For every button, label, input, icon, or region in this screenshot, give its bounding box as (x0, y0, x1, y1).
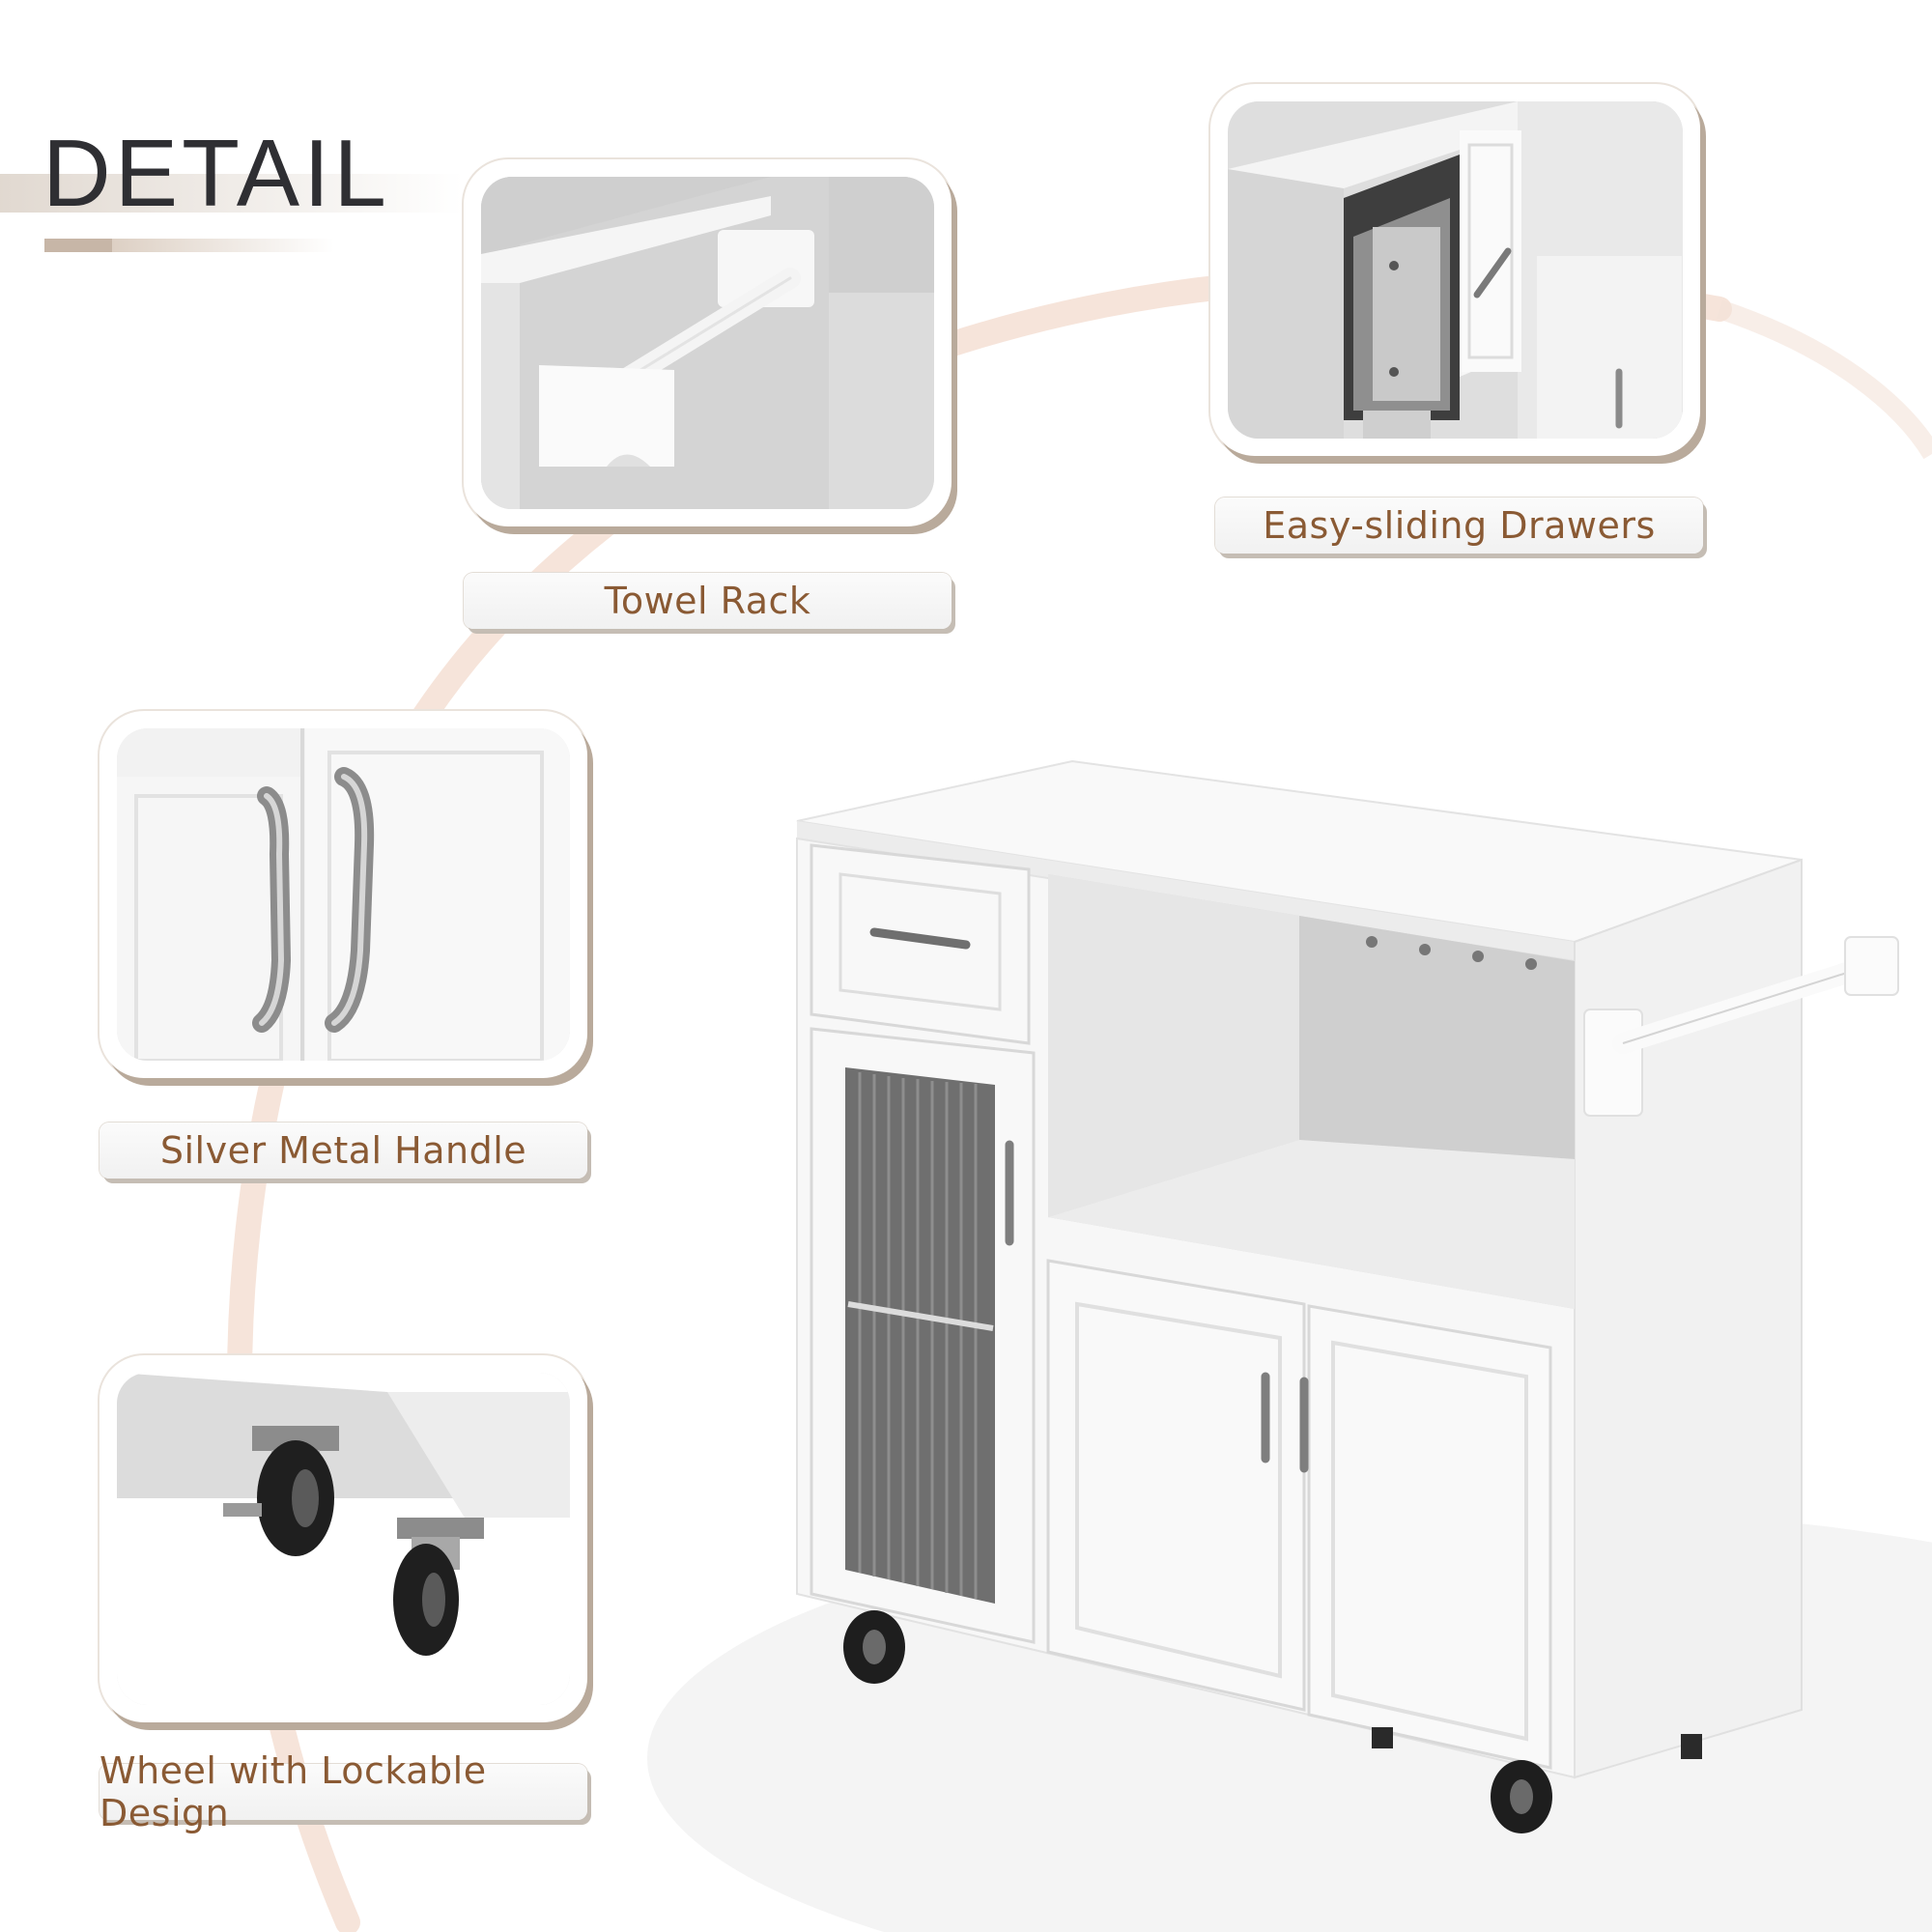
towel-rack-label: Towel Rack (464, 573, 952, 629)
handle-card (99, 711, 587, 1078)
wheel-card (99, 1355, 587, 1722)
handle-image (117, 728, 570, 1061)
wheel-label: Wheel with Lockable Design (99, 1749, 587, 1834)
kitchen-cart-image (796, 759, 1899, 1833)
page-title: DETAIL (43, 120, 390, 226)
towel-rack-image (481, 177, 934, 509)
drawers-label: Easy-sliding Drawers (1215, 497, 1703, 554)
towel-rack-card (464, 159, 952, 526)
drawers-image (1228, 101, 1683, 439)
title-band (0, 174, 464, 213)
wheel-image (117, 1373, 570, 1705)
title-underline (44, 239, 334, 252)
handle-label: Silver Metal Handle (99, 1122, 587, 1179)
drawers-card (1210, 84, 1700, 456)
